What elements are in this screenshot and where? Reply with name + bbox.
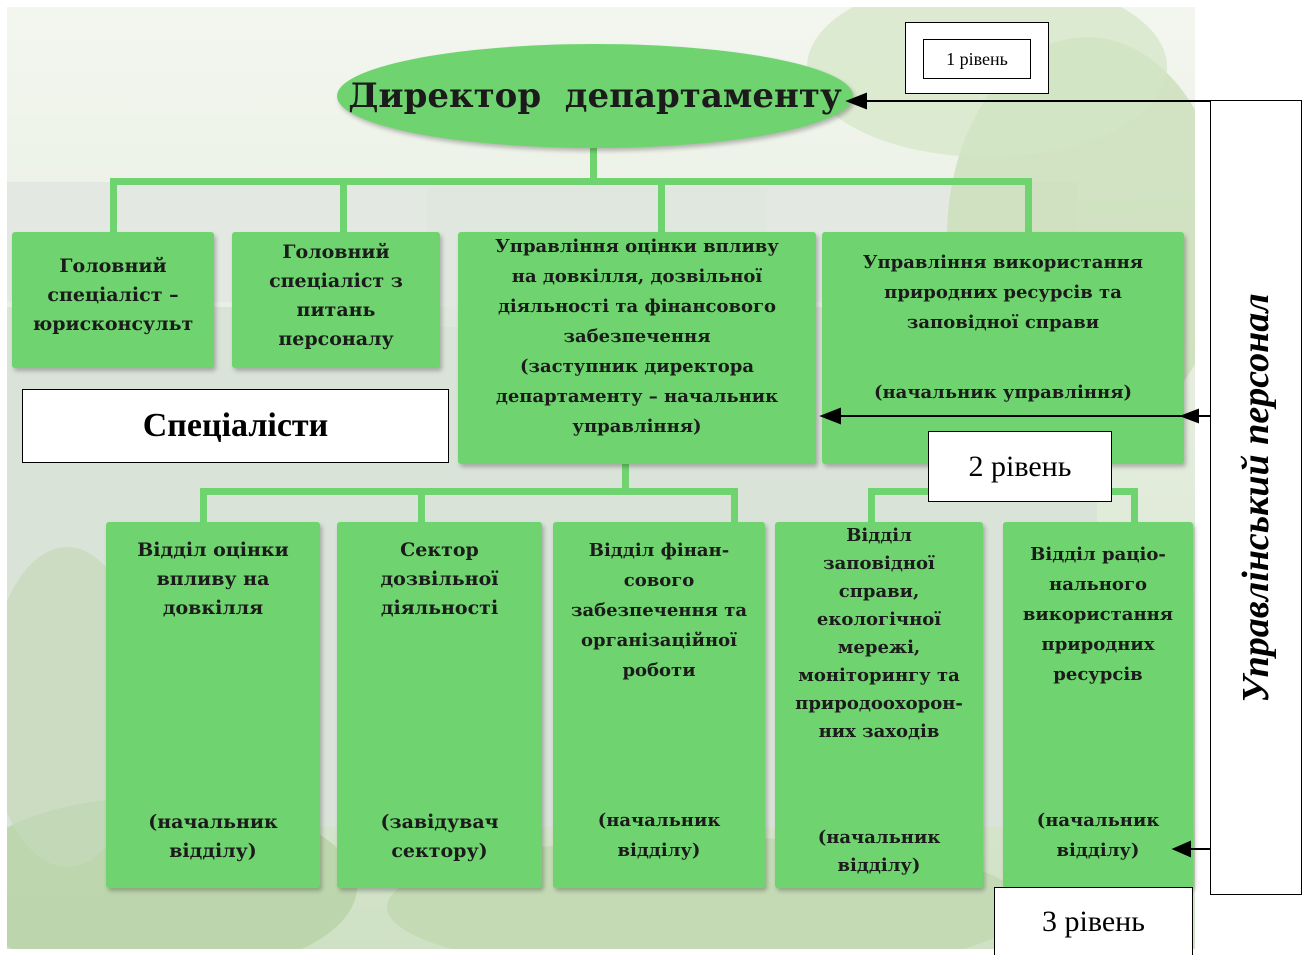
natural-resources-department-box: Управління використання природних ресурс… [822,232,1184,464]
level3-label: 3 рівень [994,887,1193,955]
natural-resources-department-head: (начальник управління) [873,382,1133,403]
arrow-level2-head [819,407,841,425]
reserves-division-head: (начальник відділу) [817,827,941,876]
connector-left-2 [418,488,425,523]
finance-division-head: (начальник відділу) [597,810,721,861]
level3-text: 3 рівень [1042,904,1145,938]
rational-use-division-head: (начальник відділу) [1036,810,1160,861]
connector-right-2 [1131,488,1138,523]
eia-division-label: Відділ оцінки впливу на довкілля [137,539,289,619]
chief-legal-specialist-box: Головний спеціаліст – юрисконсульт [12,232,214,368]
eia-permit-finance-department-box: Управління оцінки впливу на довкілля, до… [458,232,816,464]
connector-top-3 [658,178,665,233]
eia-permit-finance-department-label: Управління оцінки впливу на довкілля, до… [495,236,779,437]
connector-right-1 [868,488,875,523]
specialists-label: Спеціалісти [22,389,449,463]
reserves-division-label: Відділ заповідної справи, екологічної ме… [795,525,963,742]
connector-mid-down [622,462,629,492]
permit-sector-label: Сектор дозвільної діяльності [380,539,499,619]
connector-top-horizontal [110,178,1032,185]
chief-personnel-specialist-label: Головний спеціаліст з питань персоналу [269,241,403,350]
natural-resources-department-label: Управління використання природних ресурс… [862,252,1144,333]
eia-division-head: (начальник відділу) [148,811,278,862]
level2-text: 2 рівень [968,449,1072,483]
rational-use-division-box: Відділ раціо- нального використання прир… [1003,522,1193,888]
connector-left-3 [731,488,738,523]
chief-personnel-specialist-box: Головний спеціаліст з питань персоналу [232,232,440,368]
arrow-level3-head [1171,840,1191,858]
connector-top-1 [110,178,117,233]
eia-division-box: Відділ оцінки впливу на довкілля (началь… [106,522,320,888]
chief-legal-specialist-label: Головний спеціаліст – юрисконсульт [32,255,194,335]
finance-division-label: Відділ фінан- сового забезпечення та орг… [570,540,748,681]
reserves-division-box: Відділ заповідної справи, екологічної ме… [775,522,983,888]
level1-label: 1 рівень [905,22,1049,94]
connector-top-2 [340,178,347,233]
connector-left-1 [200,488,207,523]
specialists-text: Спеціалісти [142,407,329,444]
level2-label: 2 рівень [928,431,1112,502]
connector-top-4 [1025,178,1032,233]
connector-left-horizontal [200,488,738,495]
management-staff-label: Управлінський персонал [1210,100,1302,895]
finance-division-box: Відділ фінан- сового забезпечення та орг… [553,522,765,888]
permit-sector-head: (завідувач сектору) [380,811,499,862]
rational-use-division-label: Відділ раціо- нального використання прир… [1022,544,1174,685]
director-node: Директор департаменту [337,44,853,148]
director-label: Директор департаменту [348,76,842,116]
arrow-level1-head [845,92,867,110]
arrow-level2-tick [1179,408,1199,424]
level1-text: 1 рівень [946,48,1008,69]
connector-director-down [590,142,597,182]
permit-sector-box: Сектор дозвільної діяльності (завідувач … [337,522,542,888]
